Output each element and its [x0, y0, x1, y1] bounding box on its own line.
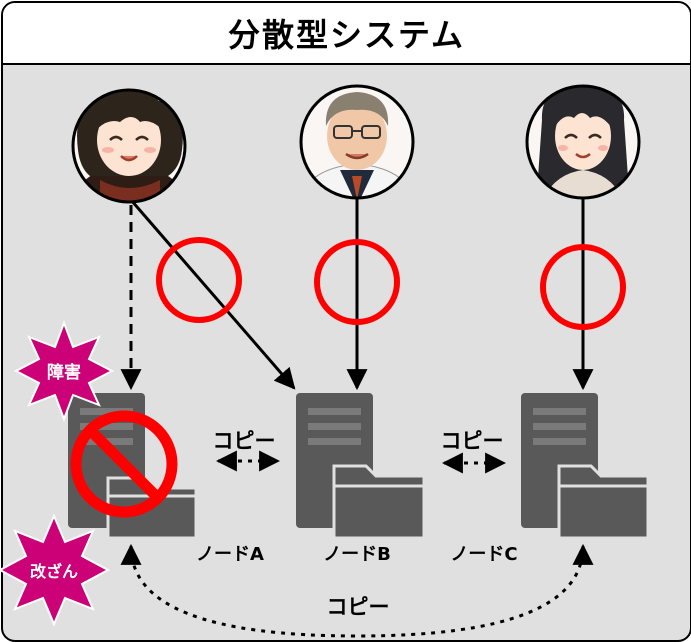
- copy-label-b-c: コピー: [441, 429, 504, 453]
- node-a-label: ノードA: [196, 544, 264, 565]
- user-c-avatar: [525, 84, 641, 200]
- fault-badge: 障害: [13, 320, 115, 422]
- user-a-to-node-b-arrow: [129, 199, 296, 390]
- user-a-avatar: [71, 88, 187, 204]
- node-b-label: ノードB: [323, 544, 391, 565]
- copy-label-a-b: コピー: [213, 429, 276, 453]
- ok-circle-icon-b: [314, 239, 400, 325]
- tamper-badge: 改ざん: [0, 513, 111, 627]
- copy-label-a-c: コピー: [327, 595, 390, 619]
- user-b-avatar: [299, 84, 415, 200]
- fault-label: 障害: [47, 362, 81, 383]
- node-c-label: ノードC: [450, 544, 517, 565]
- node-b-folder-icon: [332, 464, 426, 540]
- title-bar: 分散型システム: [3, 3, 690, 65]
- ok-circle-icon-a-b: [156, 237, 242, 323]
- node-c-folder-icon: [557, 464, 650, 540]
- prohibited-icon: [70, 410, 178, 518]
- ok-circle-icon-c: [540, 244, 626, 330]
- tamper-label: 改ざん: [30, 562, 78, 581]
- diagram-title: 分散型システム: [227, 16, 466, 54]
